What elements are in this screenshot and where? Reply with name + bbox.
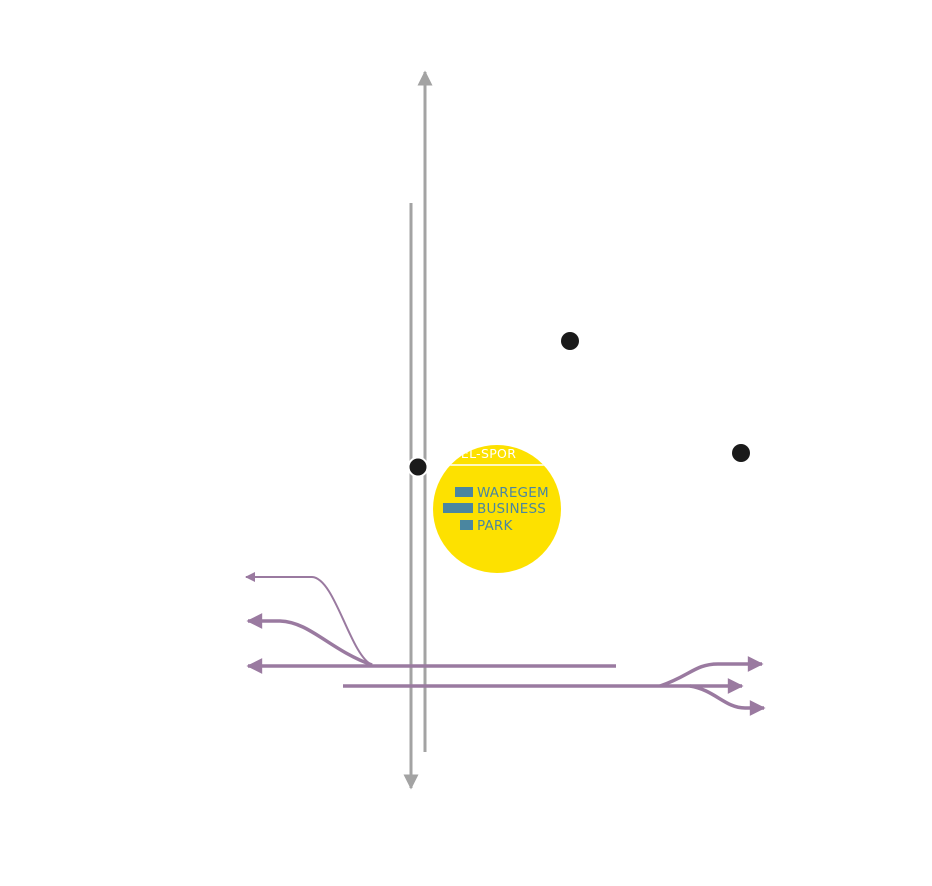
logo-block-3 [460,520,473,530]
logo-text-waregem: WAREGEM [477,485,549,501]
points-of-interest [407,332,750,478]
poi-marker-east[interactable] [732,444,750,462]
poi-marker-north[interactable] [561,332,579,350]
highway [403,70,433,790]
rail-branch-east-lower [689,684,766,716]
railway [245,572,766,716]
rail-branch-east-upper [659,656,764,688]
logo-circle [433,445,561,573]
logo-text-business: BUSINESS [477,501,546,517]
logo-banner-text: DEL-SPOR [451,446,516,461]
logo-text-park: PARK [477,518,513,534]
rail-branch-west-upper [245,572,373,666]
logo-block-2 [443,503,473,513]
waregem-business-park-logo: DEL-SPOR WAREGEM BUSINESS PARK [433,445,561,573]
rail-branch-west-middle [246,613,373,667]
poi-marker-highway[interactable] [407,456,429,478]
logo-block-1 [455,487,473,497]
